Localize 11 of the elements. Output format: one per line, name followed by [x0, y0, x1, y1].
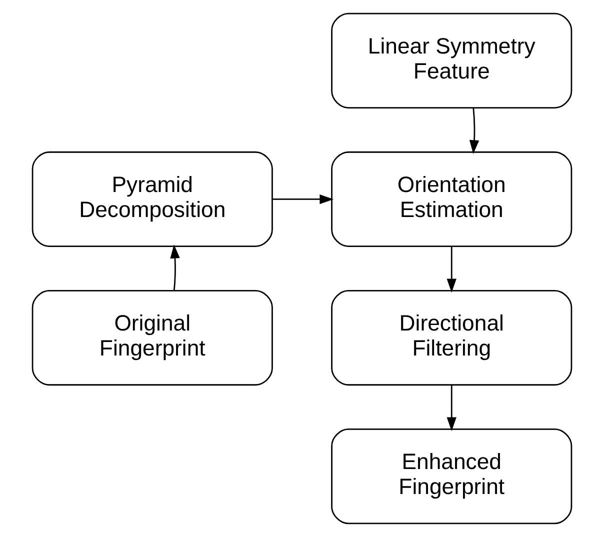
arrow [446, 385, 456, 432]
node-box: Pyramid Decomposition [31, 151, 272, 248]
node-box: Enhanced Fingerprint [330, 428, 572, 524]
node-box: Orientation Estimation [330, 151, 572, 248]
arrow [272, 194, 334, 204]
arrow [170, 244, 180, 291]
arrow [468, 108, 479, 154]
node-box: Directional Filtering [330, 290, 572, 386]
arrow [446, 246, 456, 293]
node-box: Linear Symmetry Feature [330, 12, 572, 108]
node-box: Original Fingerprint [31, 290, 272, 386]
